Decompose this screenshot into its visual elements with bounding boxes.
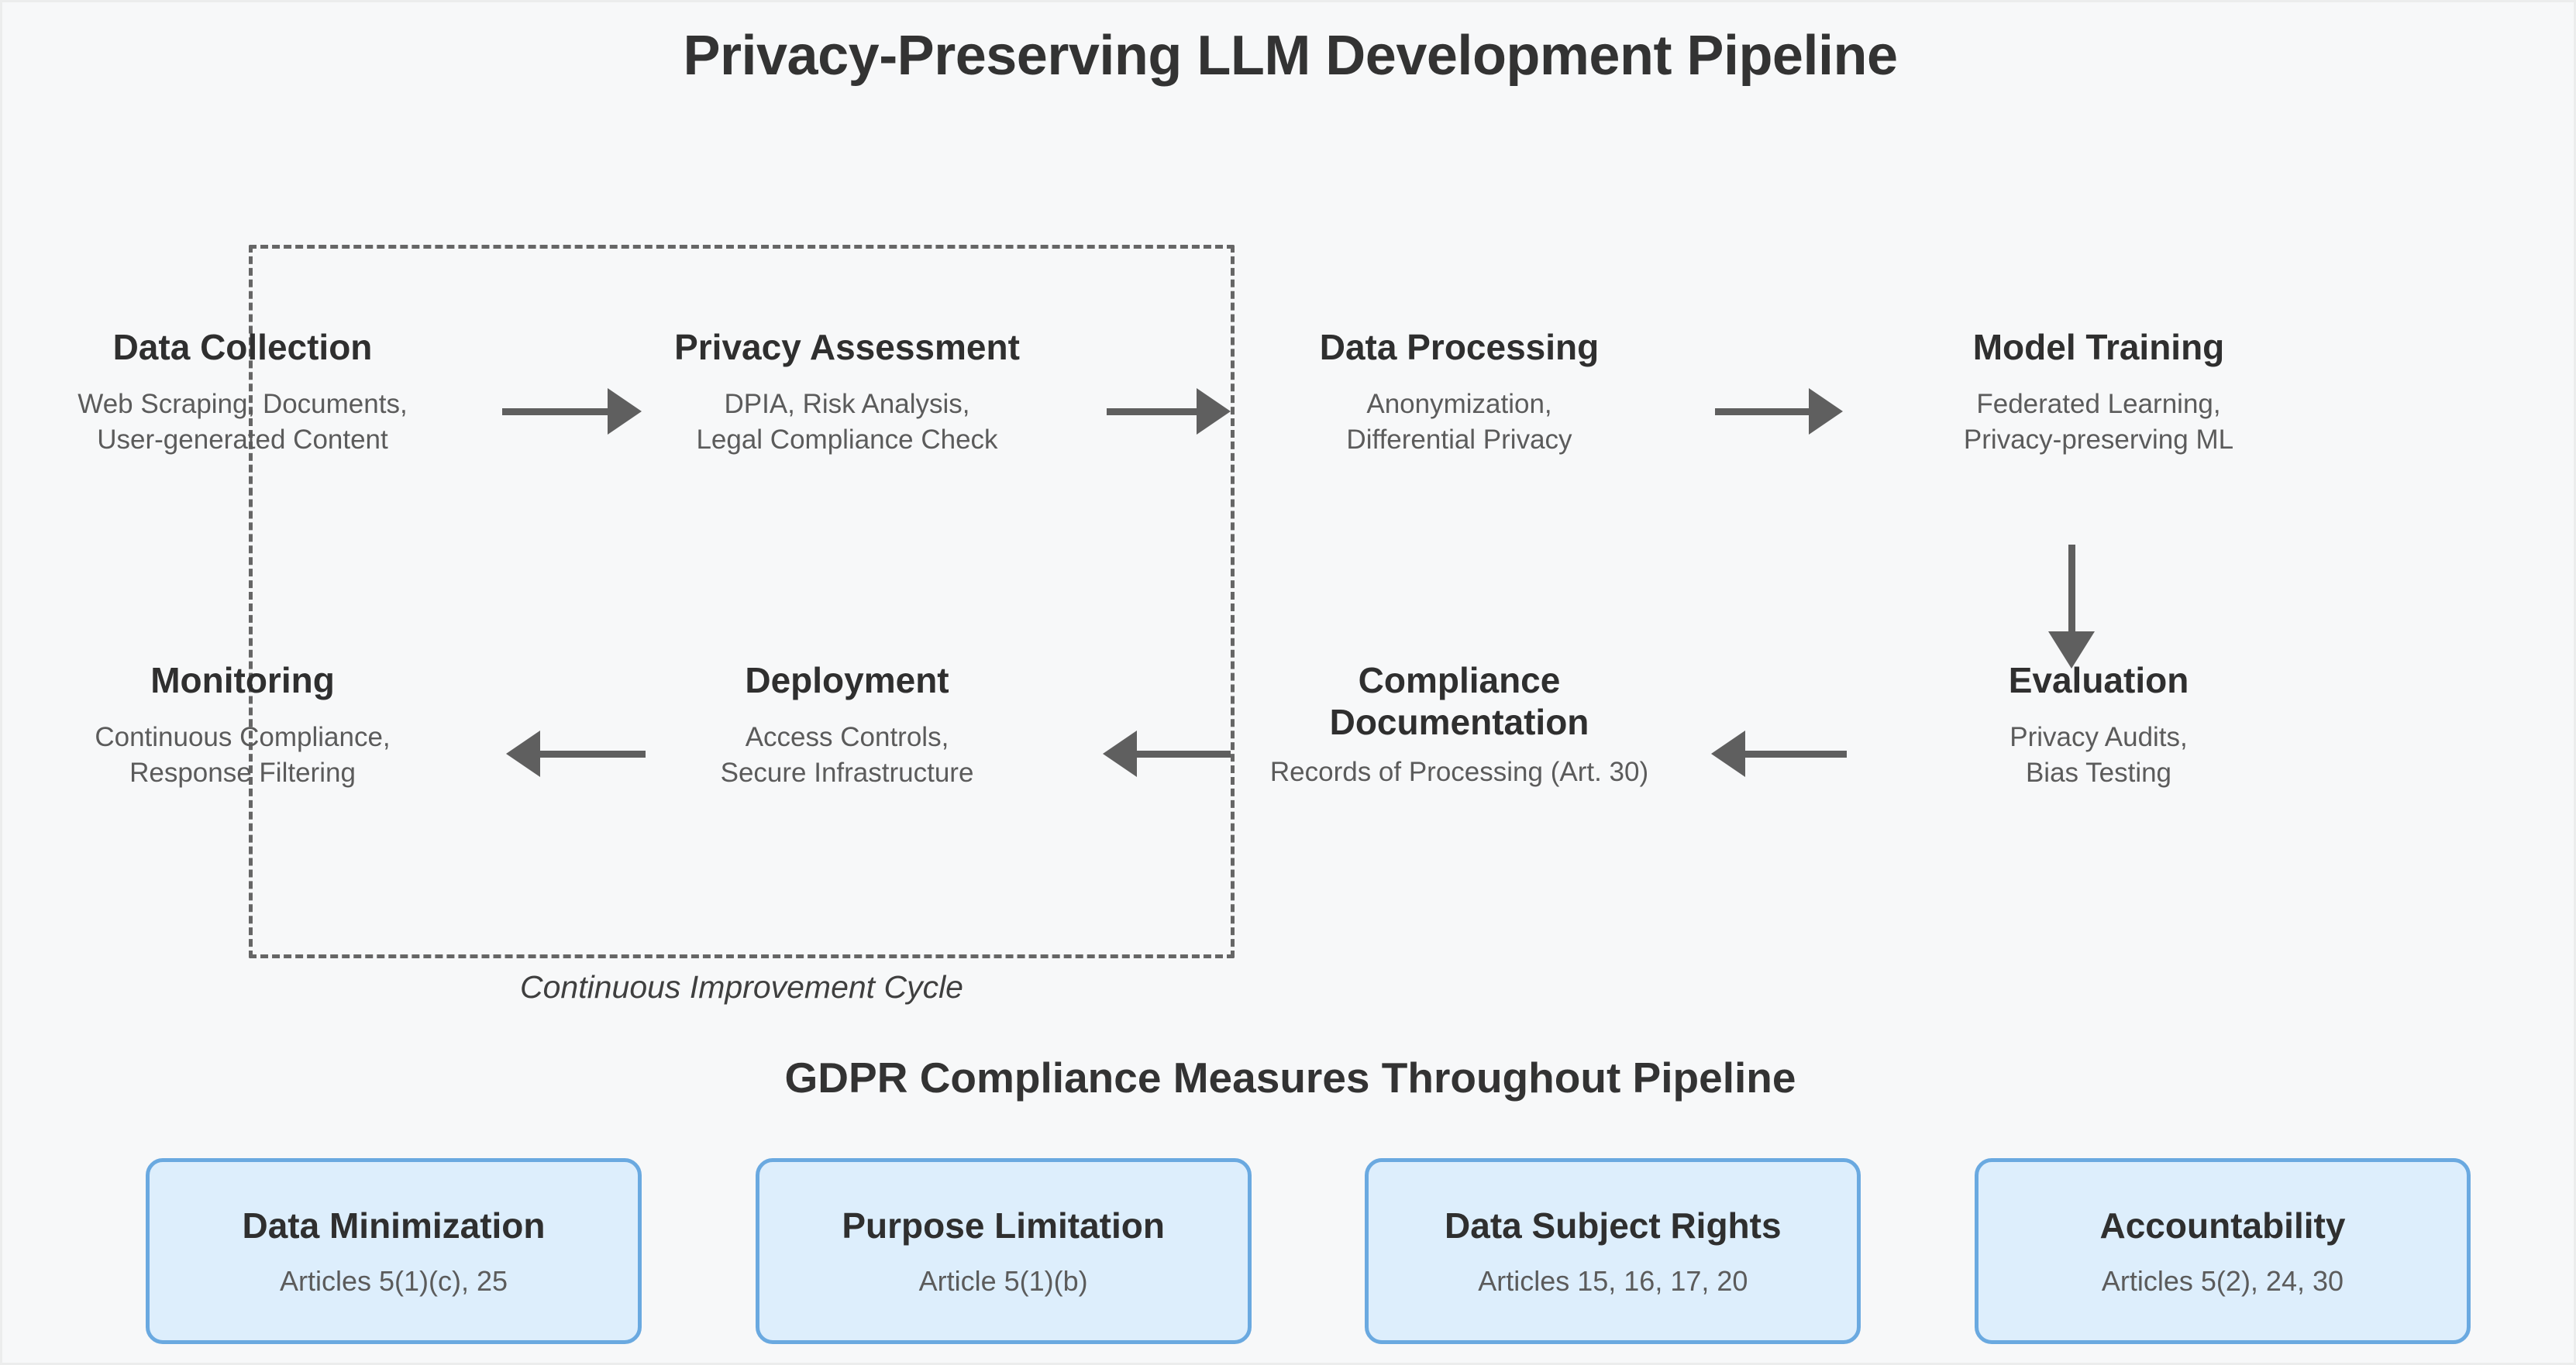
cycle-caption: Continuous Improvement Cycle <box>520 969 963 1005</box>
gdpr-card-title: Accountability <box>2099 1205 2346 1246</box>
arrow-deployment-to-monitoring <box>506 731 646 777</box>
gdpr-section-heading: GDPR Compliance Measures Throughout Pipe… <box>784 1054 1796 1102</box>
gdpr-card-accountability[interactable]: Accountability Articles 5(2), 24, 30 <box>1974 1158 2471 1344</box>
arrow-shaft <box>1741 751 1847 758</box>
arrow-head-right-icon <box>608 388 642 435</box>
stage-title: Model Training <box>1972 327 2225 367</box>
stage-description: Anonymization, Differential Privacy <box>1346 389 1572 455</box>
page-title: Privacy-Preserving LLM Development Pipel… <box>683 25 1898 87</box>
arrow-shaft <box>1715 408 1813 415</box>
gdpr-card-data-minimization[interactable]: Data Minimization Articles 5(1)(c), 25 <box>146 1158 642 1344</box>
arrow-shaft <box>502 408 612 415</box>
gdpr-card-title: Data Minimization <box>242 1205 546 1246</box>
gdpr-card-articles: Articles 15, 16, 17, 20 <box>1478 1264 1748 1297</box>
stage-description: Access Controls, Secure Infrastructure <box>720 722 974 788</box>
stage-compliance-documentation: Compliance Documentation Records of Proc… <box>1235 659 1684 789</box>
arrow-shaft <box>1132 751 1231 758</box>
stage-description: DPIA, Risk Analysis, Legal Compliance Ch… <box>696 389 998 455</box>
arrow-shaft <box>2068 545 2075 634</box>
gdpr-card-articles: Articles 5(1)(c), 25 <box>279 1264 508 1297</box>
stage-data-processing: Data Processing Anonymization, Different… <box>1235 326 1684 457</box>
stage-data-collection: Data Collection Web Scraping, Documents,… <box>18 326 467 457</box>
stage-title: Privacy Assessment <box>674 327 1020 367</box>
continuous-improvement-cycle-frame <box>249 245 1235 958</box>
stage-title: Deployment <box>745 660 949 700</box>
stage-privacy-assessment: Privacy Assessment DPIA, Risk Analysis, … <box>615 326 1080 457</box>
stage-title: Compliance Documentation <box>1329 660 1589 743</box>
arrow-head-left-icon <box>1103 731 1137 777</box>
arrow-shaft <box>1107 408 1201 415</box>
stage-monitoring: Monitoring Continuous Compliance, Respon… <box>18 659 467 790</box>
gdpr-card-title: Data Subject Rights <box>1445 1205 1782 1246</box>
arrow-collection-to-assessment <box>502 388 642 435</box>
stage-title: Monitoring <box>150 660 335 700</box>
stage-title: Data Processing <box>1319 327 1600 367</box>
stage-evaluation: Evaluation Privacy Audits, Bias Testing <box>1851 659 2347 790</box>
stage-deployment: Deployment Access Controls, Secure Infra… <box>615 659 1080 790</box>
stage-description: Web Scraping, Documents, User-generated … <box>77 389 408 455</box>
arrow-shaft <box>536 751 646 758</box>
gdpr-card-articles: Article 5(1)(b) <box>918 1264 1088 1297</box>
stage-description: Federated Learning, Privacy-preserving M… <box>1963 389 2234 455</box>
arrow-head-right-icon <box>1809 388 1843 435</box>
stage-model-training: Model Training Federated Learning, Priva… <box>1851 326 2347 457</box>
stage-title: Data Collection <box>112 327 373 367</box>
stage-title: Evaluation <box>2008 660 2189 700</box>
stage-description: Records of Processing (Art. 30) <box>1269 756 1649 787</box>
stage-description: Continuous Compliance, Response Filterin… <box>95 722 391 788</box>
gdpr-card-purpose-limitation[interactable]: Purpose Limitation Article 5(1)(b) <box>755 1158 1252 1344</box>
stage-description: Privacy Audits, Bias Testing <box>2009 722 2188 788</box>
arrow-training-to-evaluation <box>2048 545 2095 669</box>
arrow-head-left-icon <box>506 731 540 777</box>
gdpr-card-title: Purpose Limitation <box>842 1205 1165 1246</box>
gdpr-card-articles: Articles 5(2), 24, 30 <box>2101 1264 2344 1297</box>
arrow-evaluation-to-documentation <box>1711 731 1847 777</box>
arrow-assessment-to-processing <box>1107 388 1231 435</box>
arrow-documentation-to-deployment <box>1103 731 1231 777</box>
arrow-processing-to-training <box>1715 388 1843 435</box>
arrow-head-right-icon <box>1197 388 1231 435</box>
arrow-head-down-icon <box>2048 631 2095 669</box>
gdpr-measures-row: Data Minimization Articles 5(1)(c), 25 P… <box>146 1158 2471 1344</box>
gdpr-card-data-subject-rights[interactable]: Data Subject Rights Articles 15, 16, 17,… <box>1365 1158 1861 1344</box>
arrow-head-left-icon <box>1711 731 1745 777</box>
